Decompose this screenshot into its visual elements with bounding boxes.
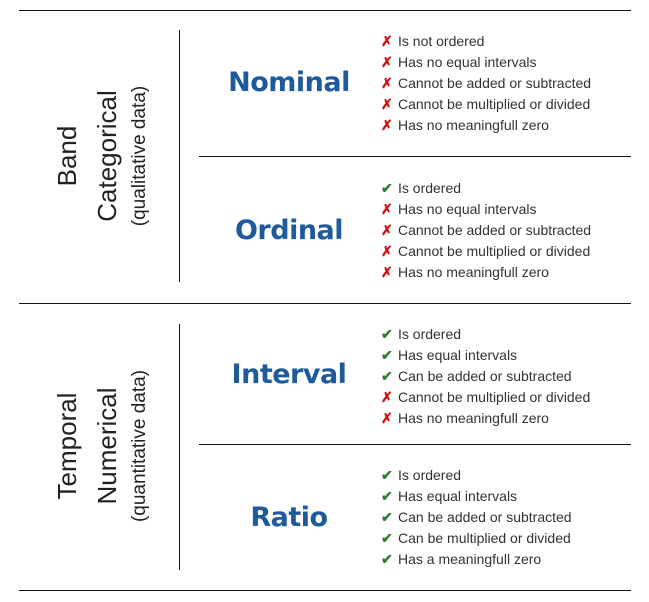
- bottom-rule: [19, 590, 631, 591]
- cross-icon: ✗: [381, 222, 393, 238]
- cross-icon: ✗: [381, 33, 393, 49]
- property-text: Has equal intervals: [398, 488, 518, 504]
- interval-ratio-divider: [199, 444, 631, 445]
- check-icon: ✔: [381, 530, 393, 546]
- cross-icon: ✗: [381, 117, 393, 133]
- list-item: ✔ Can be added or subtracted: [381, 507, 572, 528]
- type-title-nominal: Nominal: [228, 67, 350, 98]
- list-item: ✔ Is ordered: [381, 178, 591, 199]
- type-title-ordinal: Ordinal: [234, 215, 344, 246]
- cross-icon: ✗: [381, 54, 393, 70]
- property-text: Is ordered: [398, 180, 462, 196]
- top-rule: [19, 10, 631, 11]
- check-icon: ✔: [381, 467, 393, 483]
- list-item: ✔ Has equal intervals: [381, 345, 590, 366]
- property-text: Cannot be multiplied or divided: [398, 96, 591, 112]
- list-item: ✗ Cannot be multiplied or divided: [381, 241, 591, 262]
- cross-icon: ✗: [381, 243, 393, 259]
- group-label-line2: Numerical: [92, 387, 122, 505]
- property-text: Can be added or subtracted: [398, 368, 572, 384]
- group-label-line3: (qualitative data): [129, 85, 150, 227]
- cross-icon: ✗: [381, 96, 393, 112]
- type-title-interval: Interval: [231, 359, 347, 390]
- check-icon: ✔: [381, 180, 393, 196]
- cross-icon: ✗: [381, 389, 393, 405]
- property-text: Can be multiplied or divided: [398, 530, 571, 546]
- ordinal-properties-list: ✔ Is ordered ✗ Has no equal intervals ✗ Can…: [381, 178, 591, 283]
- ratio-properties-list: ✔ Is ordered ✔ Has equal intervals ✔ Can be…: [381, 465, 572, 570]
- property-text: Cannot be added or subtracted: [398, 222, 592, 238]
- list-item: ✗ Cannot be added or subtracted: [381, 73, 591, 94]
- cross-icon: ✗: [381, 410, 393, 426]
- list-item: ✗ Has no meaningfull zero: [381, 408, 590, 429]
- cross-icon: ✗: [381, 75, 393, 91]
- property-text: Has no meaningfull zero: [398, 264, 549, 280]
- property-text: Is not ordered: [398, 33, 485, 49]
- property-text: Is ordered: [398, 467, 462, 483]
- cross-icon: ✗: [381, 264, 393, 280]
- numerical-group-divider: [179, 324, 180, 570]
- group-label-line1: Temporal: [52, 392, 82, 500]
- list-item: ✗ Has no meaningfull zero: [381, 262, 591, 283]
- list-item: ✔ Has a meaningfull zero: [381, 549, 572, 570]
- check-icon: ✔: [381, 368, 393, 384]
- property-text: Cannot be multiplied or divided: [398, 243, 591, 259]
- list-item: ✗ Has no meaningfull zero: [381, 115, 591, 136]
- check-icon: ✔: [381, 551, 393, 567]
- property-text: Can be added or subtracted: [398, 509, 572, 525]
- list-item: ✗ Cannot be multiplied or divided: [381, 387, 590, 408]
- list-item: ✔ Can be multiplied or divided: [381, 528, 572, 549]
- list-item: ✔ Is ordered: [381, 324, 590, 345]
- property-text: Is ordered: [398, 326, 462, 342]
- group-label-line1: Band: [52, 125, 82, 187]
- list-item: ✔ Is ordered: [381, 465, 572, 486]
- property-text: Has a meaningfull zero: [398, 551, 542, 567]
- nominal-ordinal-divider: [199, 156, 631, 157]
- property-text: Has no meaningfull zero: [398, 410, 549, 426]
- property-text: Cannot be added or subtracted: [398, 75, 592, 91]
- cross-icon: ✗: [381, 201, 393, 217]
- property-text: Has no equal intervals: [398, 54, 537, 70]
- property-text: Cannot be multiplied or divided: [398, 389, 591, 405]
- property-text: Has equal intervals: [398, 347, 518, 363]
- list-item: ✗ Cannot be added or subtracted: [381, 220, 591, 241]
- property-text: Has no meaningfull zero: [398, 117, 549, 133]
- group-label-line2: Categorical: [92, 90, 122, 222]
- list-item: ✗ Has no equal intervals: [381, 52, 591, 73]
- middle-rule: [19, 303, 631, 304]
- property-text: Has no equal intervals: [398, 201, 537, 217]
- group-label-line3: (quantitative data): [129, 369, 150, 523]
- check-icon: ✔: [381, 326, 393, 342]
- check-icon: ✔: [381, 488, 393, 504]
- list-item: ✔ Has equal intervals: [381, 486, 572, 507]
- check-icon: ✔: [381, 347, 393, 363]
- categorical-group-divider: [179, 30, 180, 282]
- interval-properties-list: ✔ Is ordered ✔ Has equal intervals ✔ Can be…: [381, 324, 590, 429]
- check-icon: ✔: [381, 509, 393, 525]
- nominal-properties-list: ✗Is not ordered ✗Has no equal intervals …: [381, 31, 591, 136]
- list-item: ✗ Is not ordered: [381, 31, 591, 52]
- type-title-ratio: Ratio: [250, 502, 328, 533]
- list-item: ✗ Cannot be multiplied or divided: [381, 94, 591, 115]
- list-item: ✗ Has no equal intervals: [381, 199, 591, 220]
- list-item: ✔ Can be added or subtracted: [381, 366, 590, 387]
